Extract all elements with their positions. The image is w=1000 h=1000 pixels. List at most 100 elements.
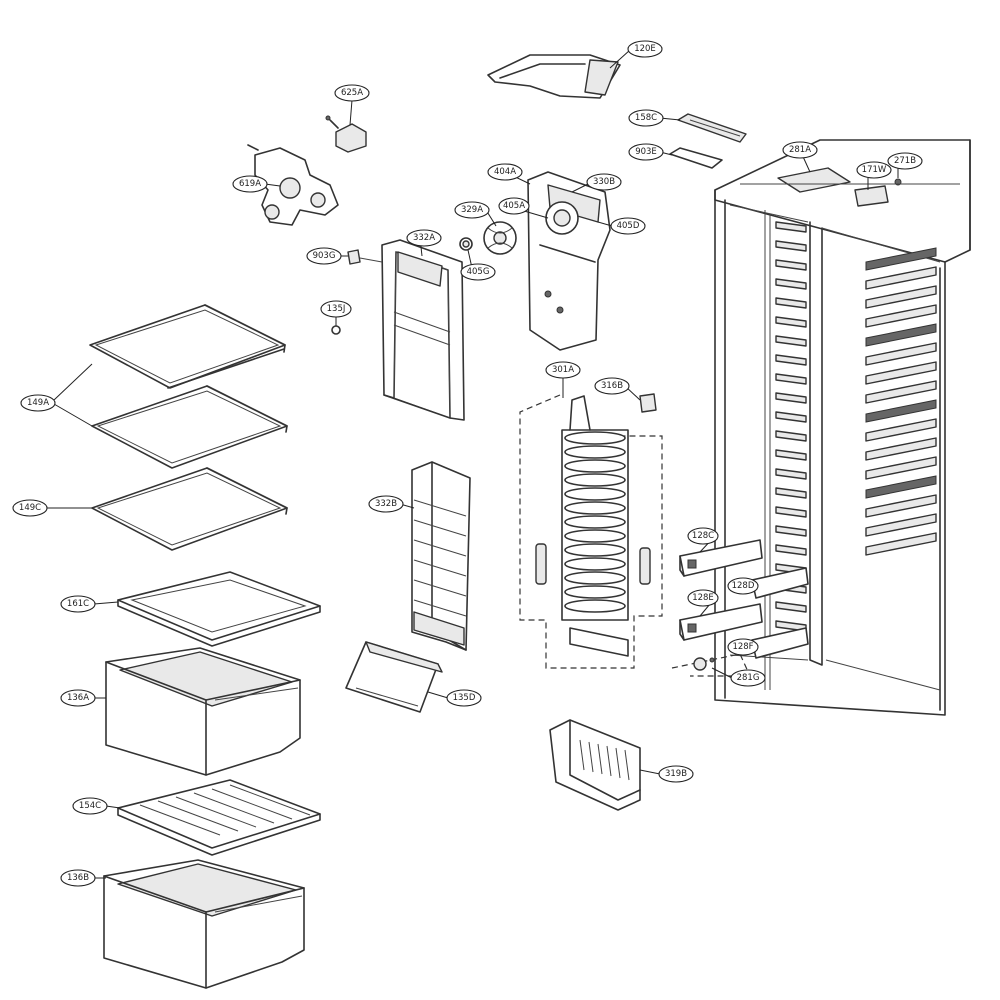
cover-rib bbox=[413, 559, 467, 577]
shelf-support-slot bbox=[865, 304, 937, 328]
drawer-tray-cover bbox=[117, 779, 321, 856]
shelf-support-slot bbox=[865, 323, 937, 347]
cover-rib bbox=[413, 539, 467, 557]
shelf-support-slot bbox=[865, 437, 937, 461]
shelf-support-slot bbox=[865, 494, 937, 518]
fan-housing-assembly bbox=[527, 171, 611, 351]
svg-text:149C: 149C bbox=[19, 503, 41, 513]
tray-slat bbox=[157, 800, 239, 832]
svg-text:154C: 154C bbox=[79, 801, 101, 811]
svg-text:330B: 330B bbox=[593, 177, 615, 187]
callout-135j: 135J bbox=[320, 300, 352, 318]
tray-slat bbox=[229, 784, 311, 816]
evaporator-coil-loop bbox=[564, 487, 626, 501]
drawer-rail-upper bbox=[679, 539, 763, 577]
svg-text:171W: 171W bbox=[862, 165, 887, 175]
callout-281a: 281A bbox=[782, 141, 818, 159]
svg-text:136B: 136B bbox=[67, 873, 89, 883]
callout-171w: 171W bbox=[856, 161, 892, 179]
svg-text:135D: 135D bbox=[453, 693, 476, 703]
freezer-rail-slot bbox=[775, 487, 807, 499]
svg-text:332A: 332A bbox=[413, 233, 435, 243]
svg-text:316B: 316B bbox=[601, 381, 623, 391]
sensor-part-316b bbox=[639, 393, 657, 413]
hinge-part-281g bbox=[671, 653, 751, 677]
callout-281g: 281G bbox=[730, 669, 766, 687]
callout-154c: 154C bbox=[72, 797, 108, 815]
callout-319b: 319B bbox=[658, 765, 694, 783]
callout-316b: 316B bbox=[594, 377, 630, 395]
callout-161c: 161C bbox=[60, 595, 96, 613]
callout-404a: 404A bbox=[487, 163, 523, 181]
pad-part-903e bbox=[669, 147, 723, 169]
svg-text:281A: 281A bbox=[789, 145, 811, 155]
callout-405a: 405A bbox=[498, 197, 530, 215]
evaporator-frame bbox=[561, 429, 629, 621]
water-valve-assembly bbox=[247, 144, 339, 226]
evaporator-coil-loop bbox=[564, 557, 626, 571]
callout-619a: 619A bbox=[232, 175, 268, 193]
drip-tray-135d bbox=[345, 641, 443, 713]
evaporator-coil-loop bbox=[564, 599, 626, 613]
freezer-rail-slot bbox=[775, 354, 807, 366]
freezer-rail-slot bbox=[775, 221, 807, 233]
evaporator-coil-loop bbox=[564, 515, 626, 529]
freezer-rail-slot bbox=[775, 240, 807, 252]
callout-149c: 149C bbox=[12, 499, 48, 517]
freezer-rail-slot bbox=[775, 259, 807, 271]
svg-text:903G: 903G bbox=[313, 251, 336, 261]
svg-text:135J: 135J bbox=[327, 304, 346, 314]
bar-part-158c bbox=[677, 113, 747, 143]
evaporator-coil-loop bbox=[564, 543, 626, 557]
freezer-rail-slot bbox=[775, 525, 807, 537]
callout-128e: 128E bbox=[687, 589, 719, 607]
svg-text:405D: 405D bbox=[617, 221, 640, 231]
callout-128d: 128D bbox=[727, 577, 759, 595]
freezer-rail-slot bbox=[775, 297, 807, 309]
cover-rib bbox=[413, 599, 467, 617]
tray-slat bbox=[193, 792, 275, 824]
callout-332b: 332B bbox=[368, 495, 404, 513]
freezer-rail-slot bbox=[775, 468, 807, 480]
freezer-rail-slot bbox=[775, 601, 807, 613]
shelf-support-slot bbox=[865, 456, 937, 480]
evaporator-coil-loop bbox=[564, 473, 626, 487]
callout-405d: 405D bbox=[610, 217, 646, 235]
shelf-support-slot bbox=[865, 475, 937, 499]
drawer-rail-lower bbox=[679, 603, 763, 641]
freezer-rail-slot bbox=[775, 278, 807, 290]
tray-slat bbox=[139, 804, 221, 836]
glass-shelf-3 bbox=[91, 467, 288, 551]
fan-blade bbox=[483, 221, 517, 255]
svg-text:136A: 136A bbox=[67, 693, 89, 703]
callout-903g: 903G bbox=[306, 247, 342, 265]
shelf-support-slot bbox=[865, 285, 937, 309]
shelf-support-slot bbox=[865, 247, 937, 271]
svg-text:128D: 128D bbox=[732, 581, 755, 591]
callout-330b: 330B bbox=[586, 173, 622, 191]
fresh-food-shelf-supports bbox=[865, 247, 937, 556]
pad-part-903g bbox=[347, 249, 383, 265]
freezer-rail-slot bbox=[775, 335, 807, 347]
crisper-drawer-upper bbox=[105, 647, 301, 776]
callout-332a: 332A bbox=[406, 229, 442, 247]
sensor-part bbox=[325, 115, 367, 153]
control-box-slat bbox=[597, 743, 603, 775]
glass-shelf-1 bbox=[89, 304, 286, 389]
tray-slat bbox=[175, 796, 257, 828]
evaporator-coil-loop bbox=[564, 501, 626, 515]
callout-136b: 136B bbox=[60, 869, 96, 887]
svg-text:903E: 903E bbox=[635, 147, 657, 157]
drawer-rail-inner-lower bbox=[751, 627, 809, 659]
callout-625a: 625A bbox=[334, 84, 370, 102]
shelf-support-slot bbox=[865, 380, 937, 404]
evaporator-cover-upper bbox=[381, 239, 465, 421]
refrigerator-cabinet bbox=[714, 139, 971, 716]
evaporator-coil-loop bbox=[564, 431, 626, 445]
freezer-rail-slot bbox=[775, 316, 807, 328]
evaporator-coil-loop bbox=[564, 529, 626, 543]
crisper-drawer-lower bbox=[103, 859, 305, 989]
svg-text:120E: 120E bbox=[634, 44, 656, 54]
evaporator-coil-loop bbox=[564, 459, 626, 473]
